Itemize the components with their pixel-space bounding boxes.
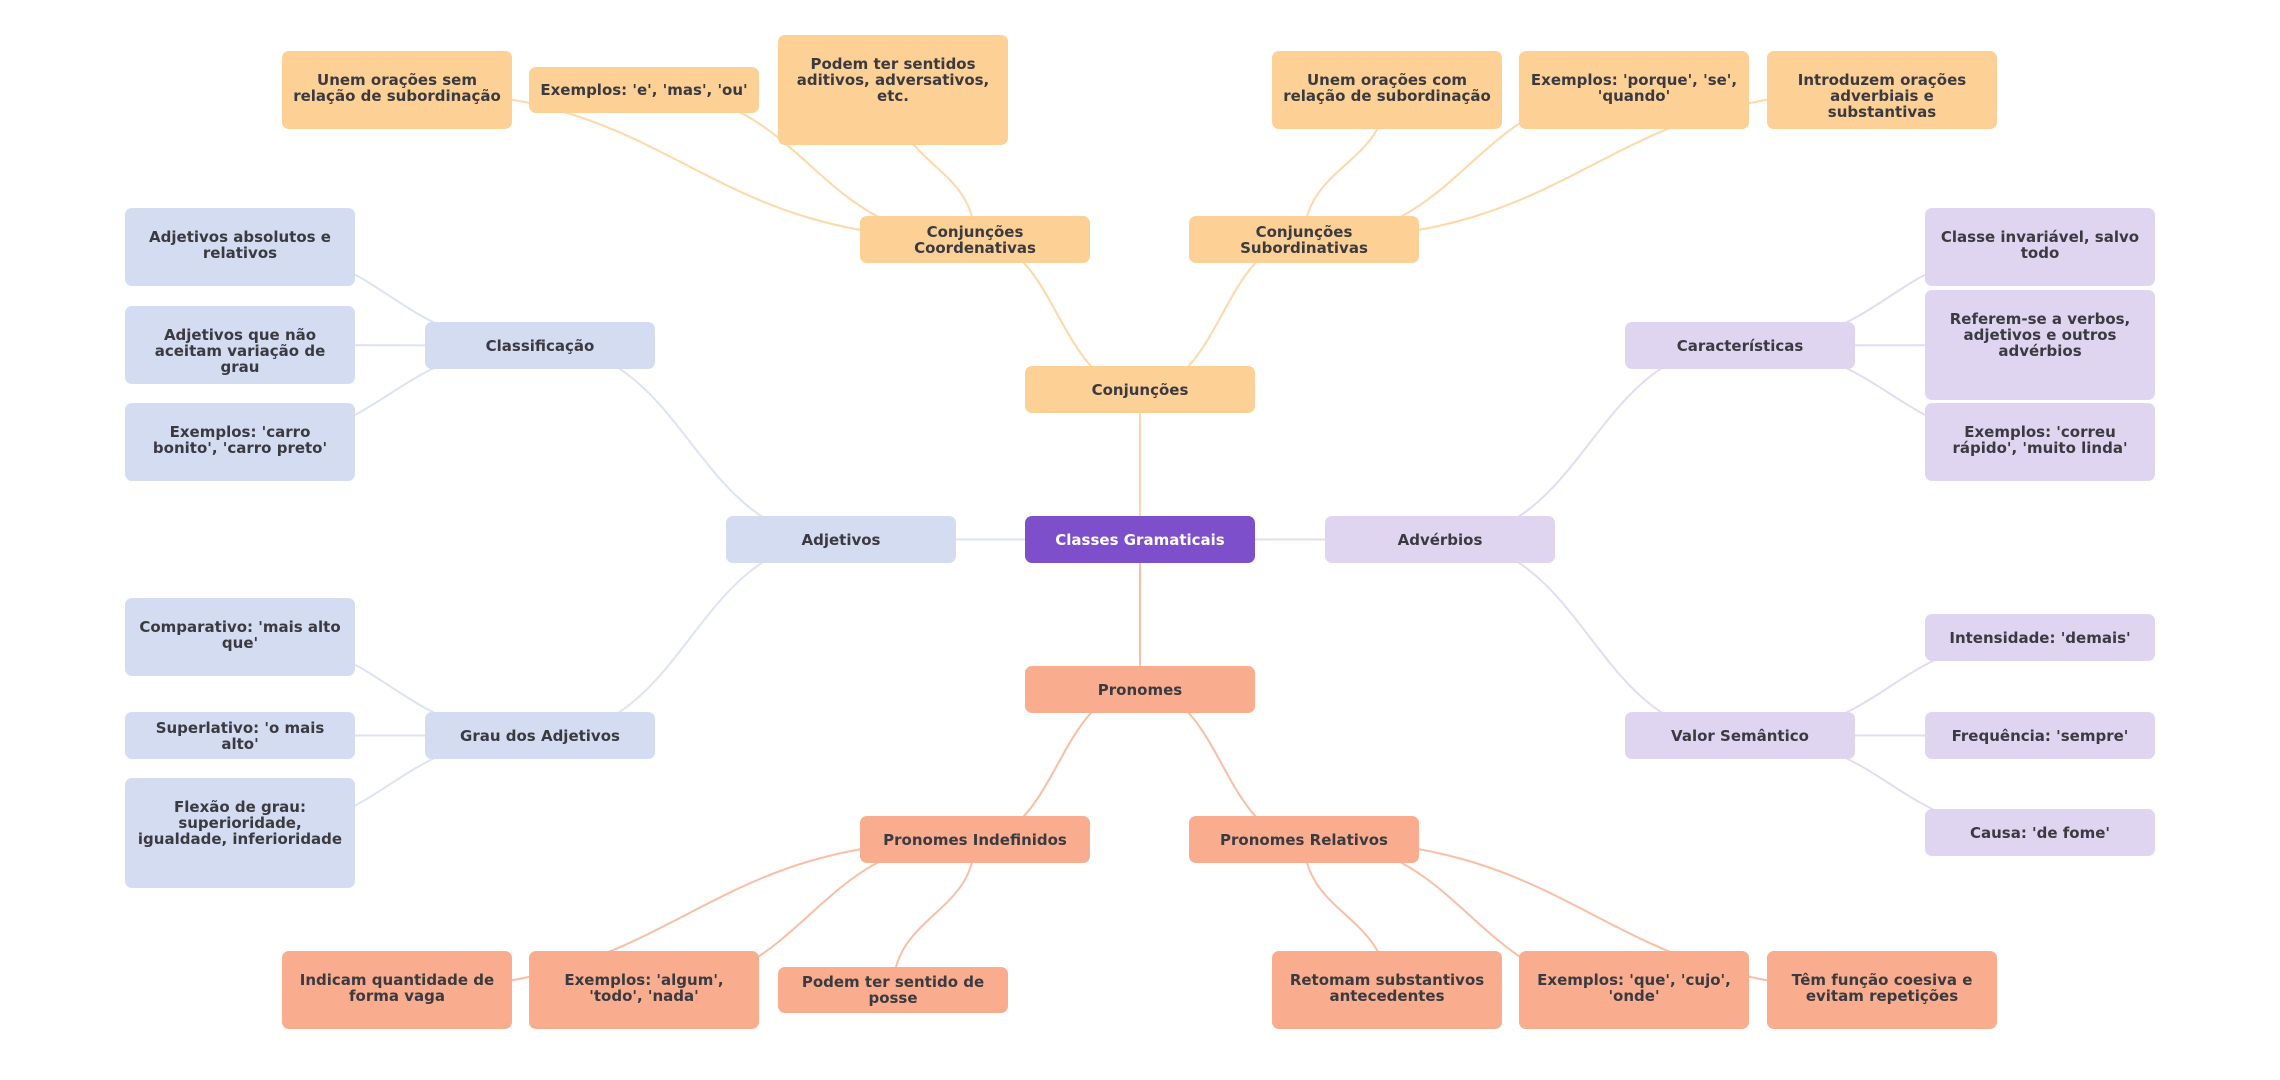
leaf-node[interactable]: Superlativo: 'o mais alto' [125, 712, 355, 759]
node-label: Podem ter sentido de posse [801, 973, 985, 1007]
leaf-node[interactable]: Introduzem orações adverbiais e substant… [1767, 51, 1997, 129]
branch-node-conjuncoes[interactable]: Conjunções [1025, 366, 1255, 413]
link-adverbios-valor [1439, 538, 1741, 737]
leaf-node[interactable]: Podem ter sentidos aditivos, adversativo… [778, 35, 1008, 145]
node-label: Pronomes Indefinidos [883, 830, 1067, 849]
node-label: Classe invariável, salvo todo [1940, 228, 2140, 262]
node-grau-dos-adjetivos[interactable]: Grau dos Adjetivos [425, 712, 655, 759]
leaf-node[interactable]: Exemplos: 'algum', 'todo', 'nada' [529, 951, 759, 1029]
root-node-classes-gramaticais[interactable]: Classes Gramaticais [1025, 516, 1255, 563]
node-conjuncoes-coordenativas[interactable]: Conjunções Coordenativas [860, 216, 1090, 263]
node-label: Exemplos: 'que', 'cujo', 'onde' [1537, 971, 1731, 1005]
node-label: Valor Semântico [1671, 726, 1809, 745]
node-label: Unem orações com relação de subordinação [1283, 71, 1491, 105]
leaf-node[interactable]: Frequência: 'sempre' [1925, 712, 2155, 759]
link-pron_indef-indef_3 [892, 839, 976, 991]
node-pronomes-relativos[interactable]: Pronomes Relativos [1189, 816, 1419, 863]
node-label: Pronomes [1097, 680, 1183, 699]
node-label: Grau dos Adjetivos [460, 726, 620, 745]
leaf-node[interactable]: Comparativo: 'mais alto que' [125, 598, 355, 676]
node-label: Superlativo: 'o mais alto' [155, 718, 325, 753]
leaf-node[interactable]: Exemplos: 'e', 'mas', 'ou' [529, 67, 759, 113]
leaf-node[interactable]: Adjetivos que não aceitam variação de gr… [125, 306, 355, 384]
node-label: Referem-se a verbos, adjetivos e outros … [1949, 310, 2131, 360]
leaf-node[interactable]: Adjetivos absolutos e relativos [125, 208, 355, 286]
link-adjetivos-grau [539, 538, 842, 737]
node-label: Características [1676, 336, 1804, 355]
node-label: Adjetivos que não aceitam variação de gr… [154, 326, 326, 376]
node-label: Exemplos: 'e', 'mas', 'ou' [540, 81, 748, 99]
node-label: Intensidade: 'demais' [1949, 628, 2131, 647]
node-label: Adjetivos [801, 530, 881, 549]
branch-node-pronomes[interactable]: Pronomes [1025, 666, 1255, 713]
leaf-node[interactable]: Exemplos: 'que', 'cujo', 'onde' [1519, 951, 1749, 1029]
branch-node-adjetivos[interactable]: Adjetivos [726, 516, 956, 563]
node-valor-semantico[interactable]: Valor Semântico [1625, 712, 1855, 759]
leaf-node[interactable]: Retomam substantivos antecedentes [1272, 951, 1502, 1029]
leaf-node[interactable]: Exemplos: 'porque', 'se', 'quando' [1519, 51, 1749, 129]
leaf-node[interactable]: Referem-se a verbos, adjetivos e outros … [1925, 290, 2155, 400]
node-label: Adjetivos absolutos e relativos [149, 228, 331, 262]
leaf-node[interactable]: Podem ter sentido de posse [778, 967, 1008, 1013]
node-label: Podem ter sentidos aditivos, adversativo… [796, 55, 990, 105]
leaf-node[interactable]: Têm função coesiva e evitam repetições [1767, 951, 1997, 1029]
node-label: Conjunções [1091, 380, 1189, 399]
node-label: Pronomes Relativos [1220, 830, 1388, 849]
node-label: Conjunções Coordenativas [914, 222, 1036, 257]
node-label: Unem orações sem relação de subordinação [293, 71, 501, 105]
node-label: Classificação [485, 336, 595, 355]
node-label: Advérbios [1397, 530, 1483, 549]
node-classificacao[interactable]: Classificação [425, 322, 655, 369]
leaf-node[interactable]: Exemplos: 'correu rápido', 'muito linda' [1925, 403, 2155, 481]
node-label: Exemplos: 'porque', 'se', 'quando' [1530, 71, 1738, 105]
link-adjetivos-classificacao [539, 344, 842, 541]
node-label: Flexão de grau: superioridade, igualdade… [137, 798, 343, 848]
leaf-node[interactable]: Indicam quantidade de forma vaga [282, 951, 512, 1029]
node-label: Têm função coesiva e evitam repetições [1791, 971, 1973, 1005]
node-label: Comparativo: 'mais alto que' [139, 618, 341, 652]
node-label: Exemplos: 'correu rápido', 'muito linda' [1952, 423, 2128, 457]
node-conjuncoes-subordinativas[interactable]: Conjunções Subordinativas [1189, 216, 1419, 263]
node-label: Causa: 'de fome' [1969, 823, 2111, 842]
link-adverbios-caracteristicas [1439, 344, 1741, 541]
leaf-node[interactable]: Exemplos: 'carro bonito', 'carro preto' [125, 403, 355, 481]
node-label: Frequência: 'sempre' [1951, 726, 2129, 745]
node-pronomes-indefinidos[interactable]: Pronomes Indefinidos [860, 816, 1090, 863]
leaf-node[interactable]: Unem orações sem relação de subordinação [282, 51, 512, 129]
branch-node-adverbios[interactable]: Advérbios [1325, 516, 1555, 563]
leaf-node[interactable]: Classe invariável, salvo todo [1925, 208, 2155, 286]
leaf-node[interactable]: Unem orações com relação de subordinação [1272, 51, 1502, 129]
node-label: Exemplos: 'algum', 'todo', 'nada' [564, 971, 724, 1005]
node-label: Conjunções Subordinativas [1240, 222, 1368, 257]
node-caracteristicas[interactable]: Características [1625, 322, 1855, 369]
node-label: Retomam substantivos antecedentes [1289, 971, 1485, 1005]
leaf-node[interactable]: Flexão de grau: superioridade, igualdade… [125, 778, 355, 888]
leaf-node[interactable]: Causa: 'de fome' [1925, 809, 2155, 856]
node-label: Indicam quantidade de forma vaga [299, 971, 495, 1005]
leaf-node[interactable]: Intensidade: 'demais' [1925, 614, 2155, 661]
node-label: Introduzem orações adverbiais e substant… [1797, 71, 1967, 121]
node-label: Classes Gramaticais [1055, 530, 1225, 549]
node-label: Exemplos: 'carro bonito', 'carro preto' [152, 423, 328, 457]
